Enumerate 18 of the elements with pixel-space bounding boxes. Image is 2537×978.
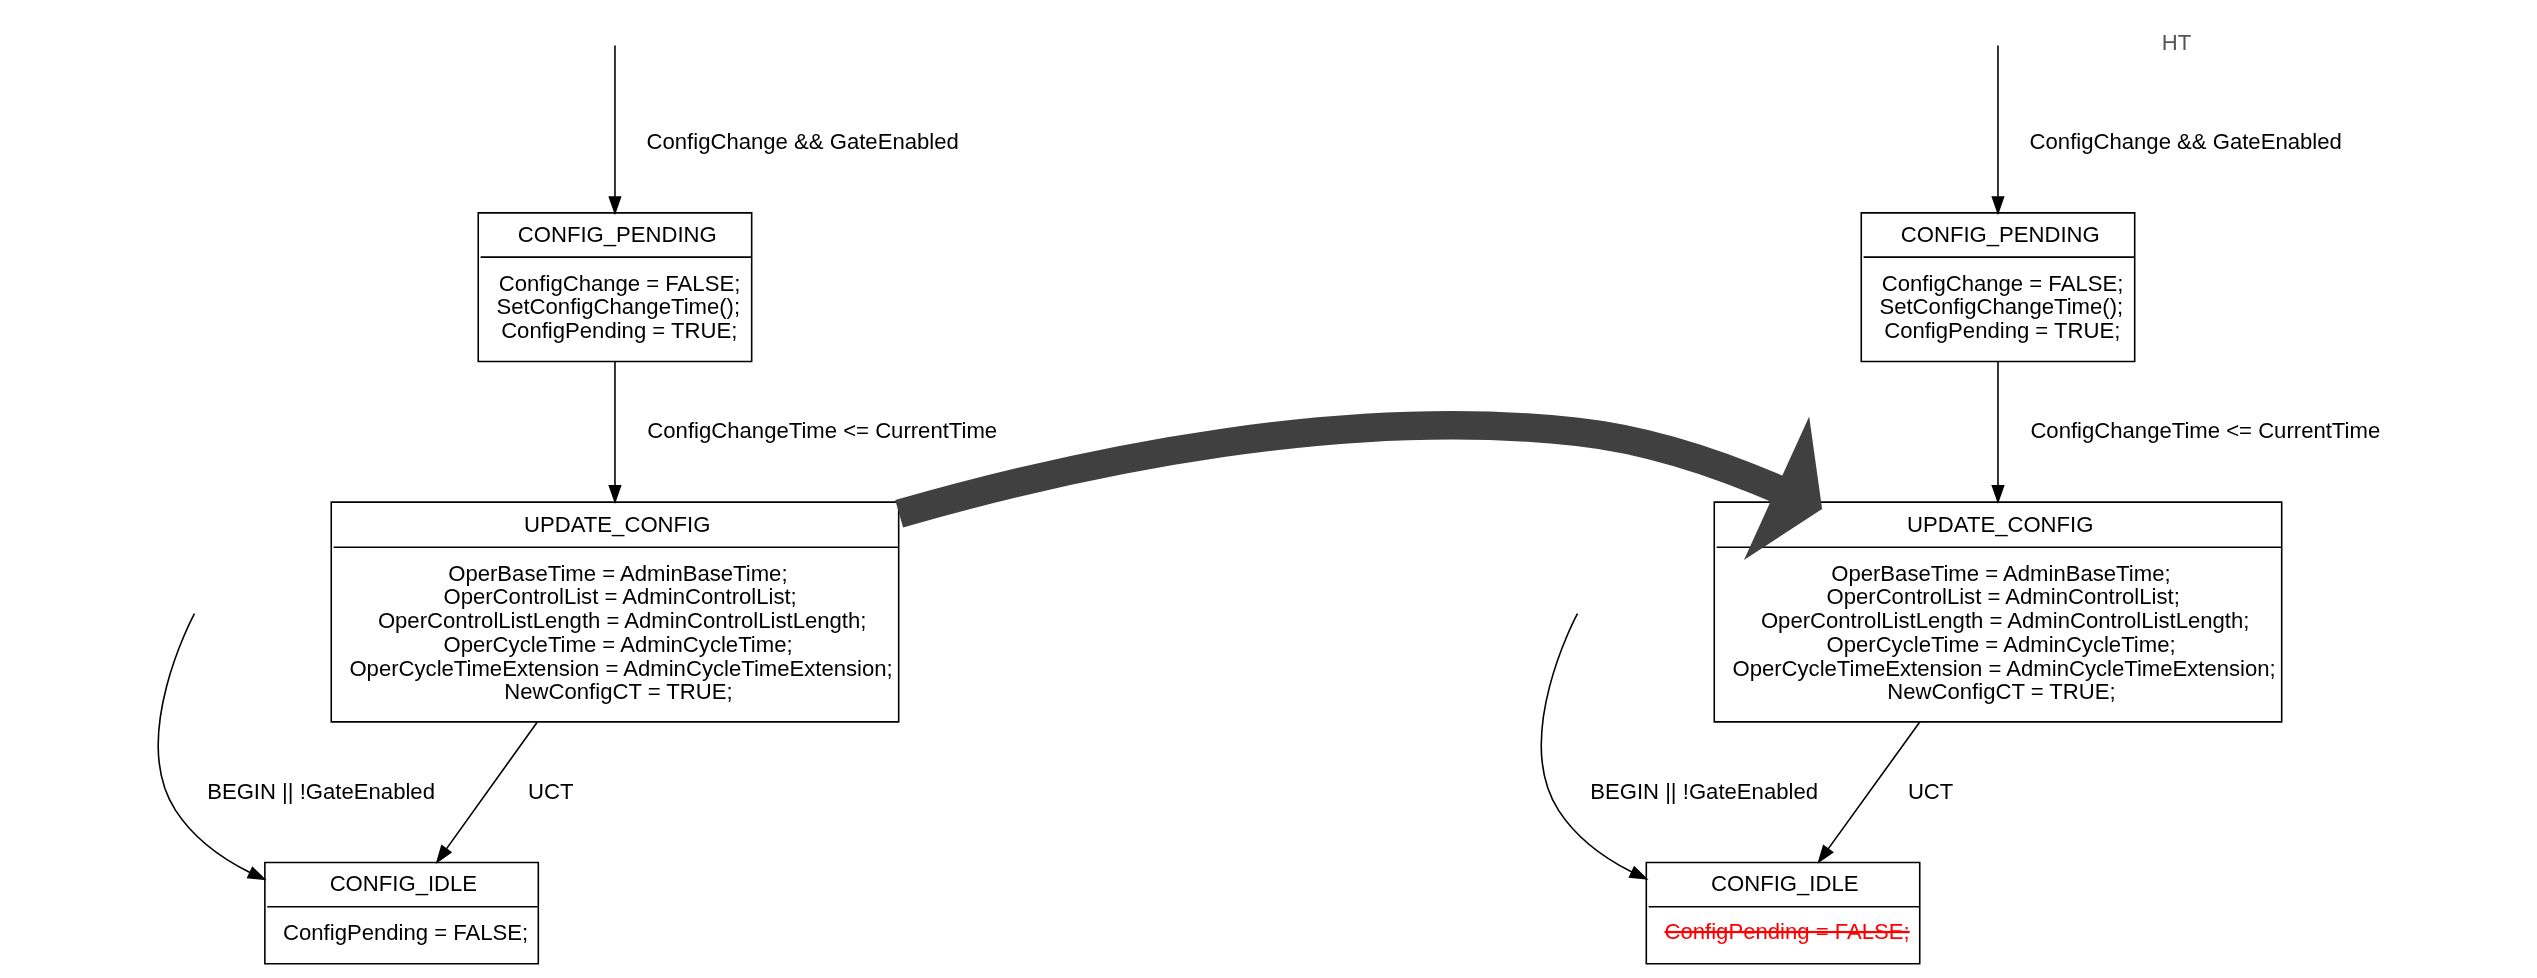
edge-label: ConfigChangeTime <= CurrentTime	[647, 417, 998, 443]
edge-label: ConfigChangeTime <= CurrentTime	[2030, 417, 2381, 443]
arrow	[1817, 720, 1921, 864]
arrow	[435, 720, 539, 864]
arrow	[895, 410, 1823, 560]
arrow	[608, 360, 622, 504]
edge-label: BEGIN || !GateEnabled	[207, 778, 435, 804]
edge-label: ConfigChange && GateEnabled	[646, 128, 959, 154]
arrow	[608, 44, 622, 215]
arrow	[157, 612, 267, 880]
edge-label: UCT	[1907, 778, 1954, 804]
arrow	[1991, 44, 2005, 215]
arrow	[1540, 612, 1649, 880]
edge-label: ConfigChange && GateEnabled	[2029, 128, 2342, 154]
arrow	[1991, 360, 2005, 504]
edge-label: UCT	[528, 778, 574, 804]
edge-label: BEGIN || !GateEnabled	[1590, 778, 1818, 804]
label: HT	[2161, 29, 2192, 55]
